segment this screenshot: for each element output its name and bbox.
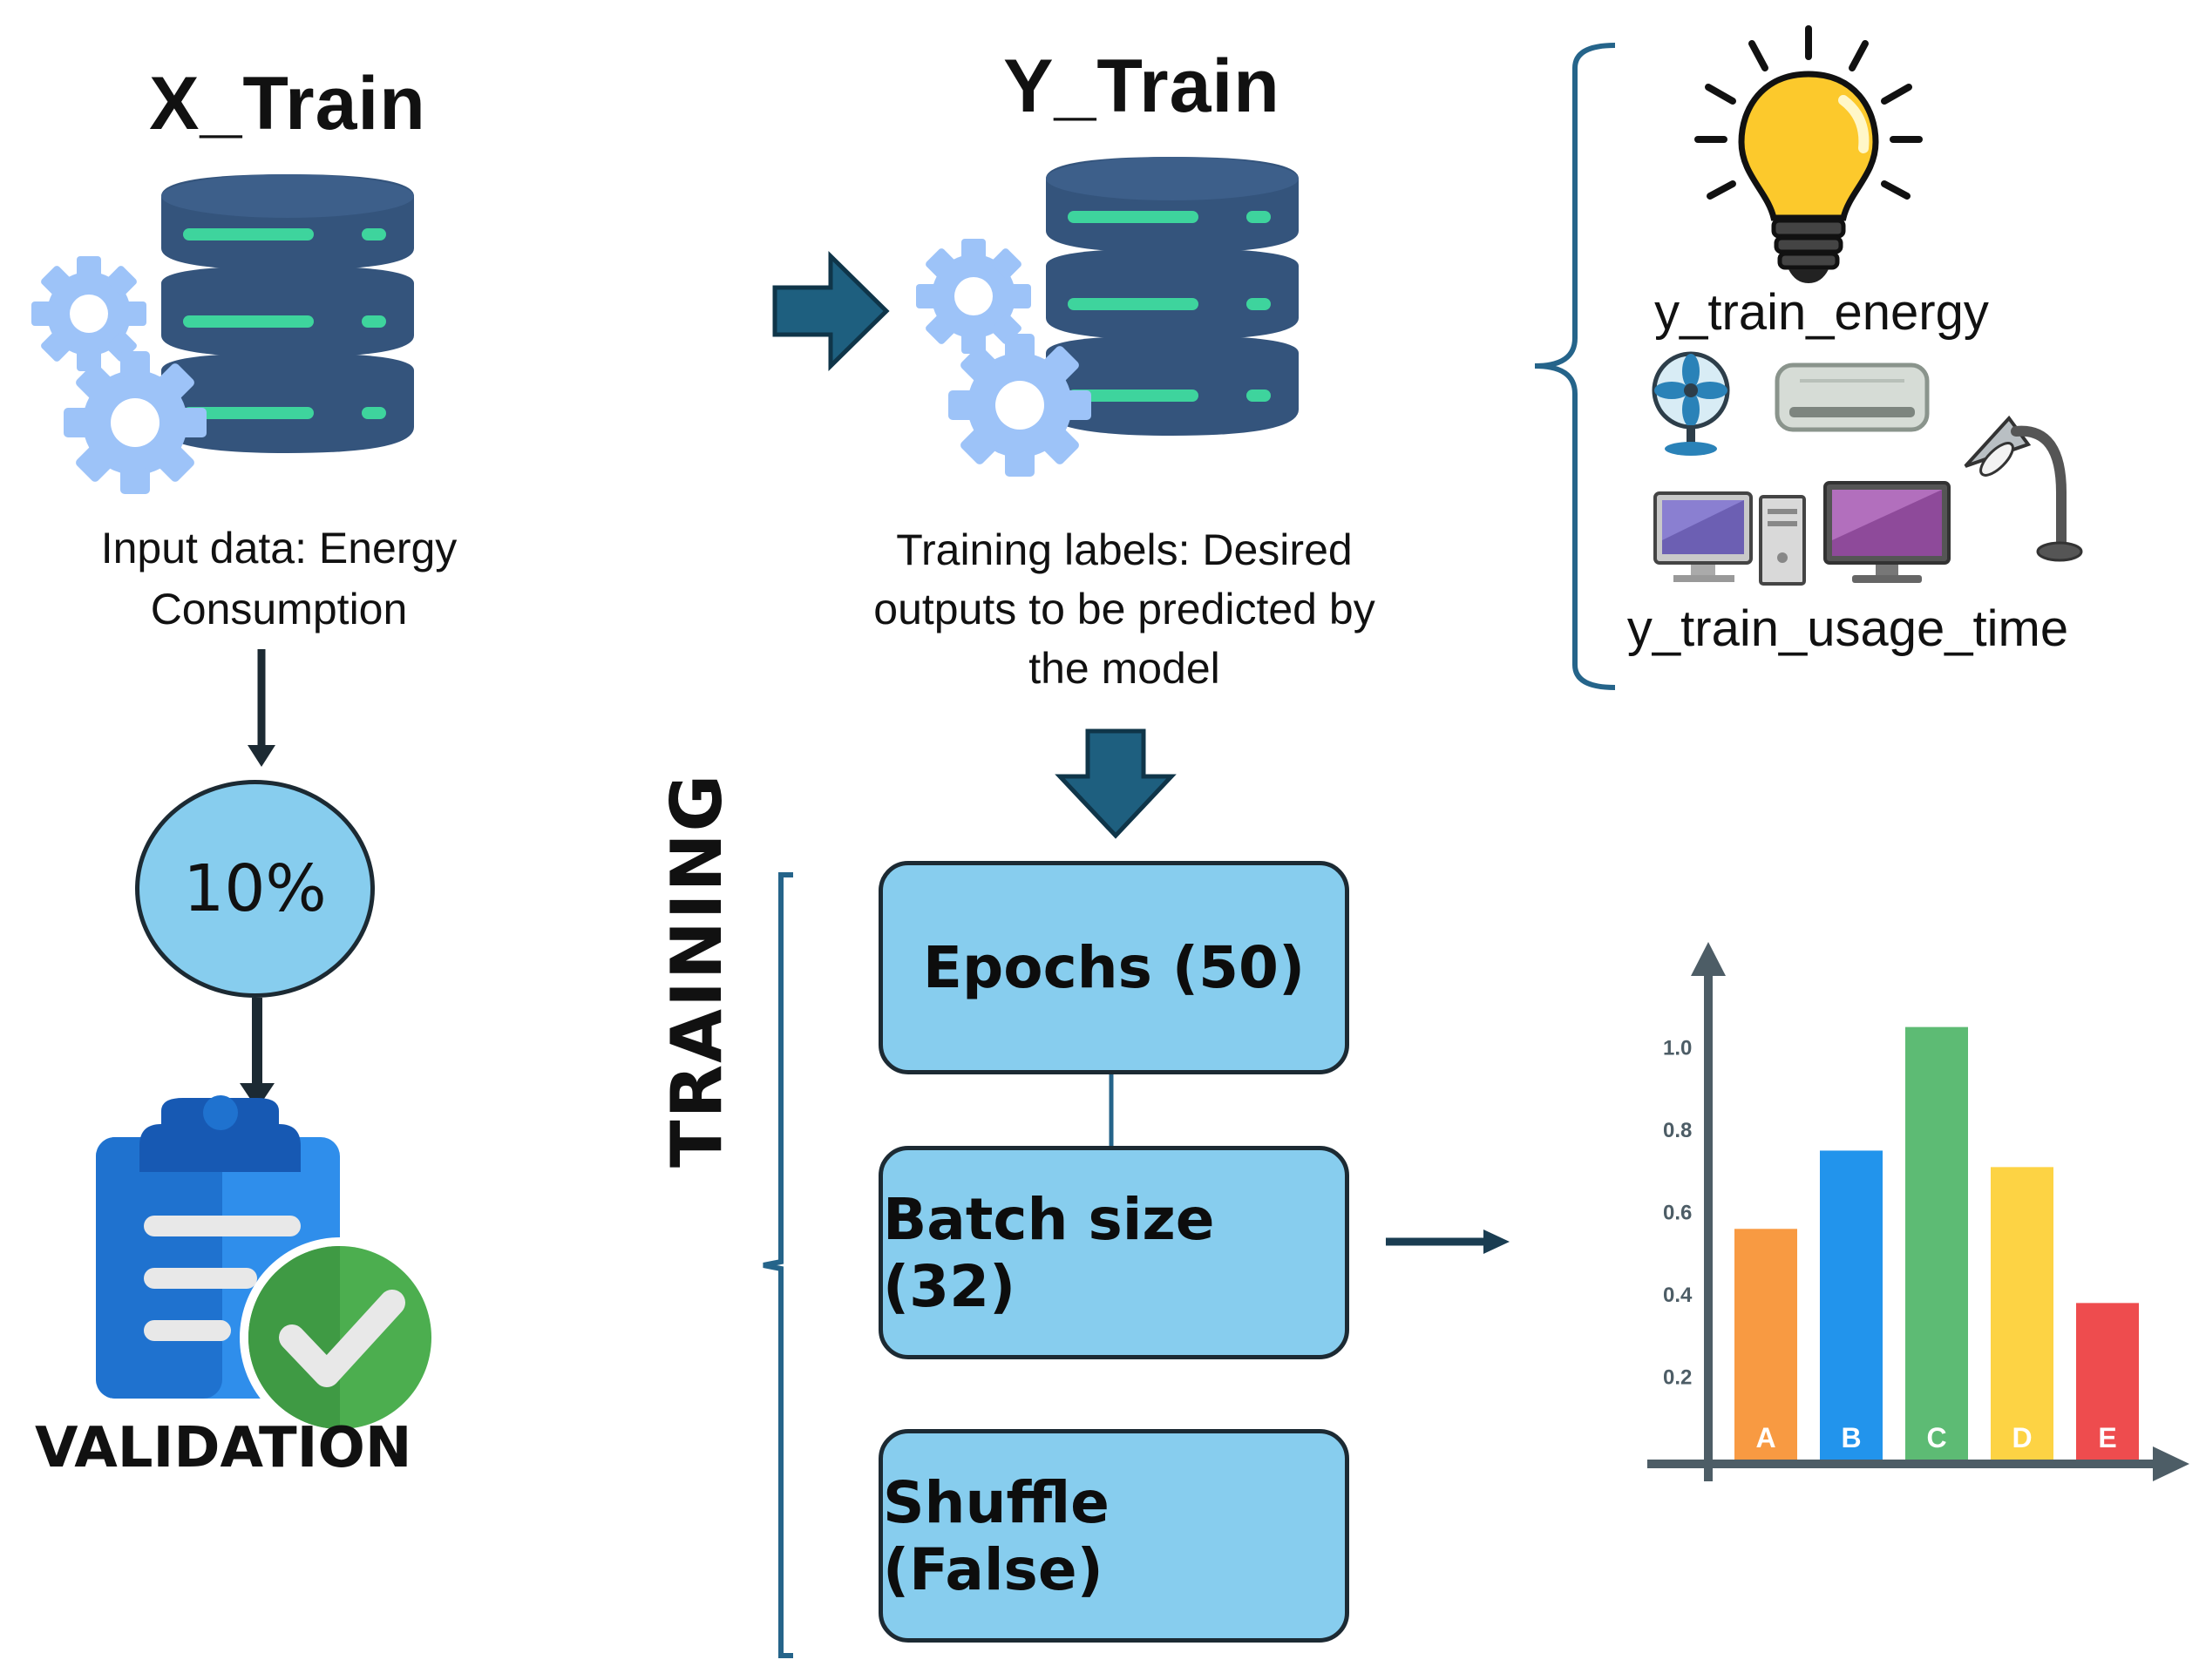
shuffle-box: Shuffle (False) xyxy=(879,1429,1349,1643)
x-to-y-arrow xyxy=(772,251,890,371)
fan-icon xyxy=(1652,351,1730,456)
air-conditioner-icon xyxy=(1775,362,1930,432)
chart-y-tick-label: 0.2 xyxy=(1663,1365,1692,1389)
monitor-icon xyxy=(1823,481,1951,583)
chart-y-tick-label: 0.6 xyxy=(1663,1201,1692,1224)
y-train-energy-label: y_train_energy xyxy=(1654,284,1989,341)
chart-category-label: D xyxy=(2012,1422,2032,1453)
x-train-caption-line-1: Input data: Energy xyxy=(100,524,458,572)
chart-bar-b xyxy=(1820,1150,1883,1460)
chart-category-label: E xyxy=(2098,1422,2116,1453)
shuffle-label: Shuffle (False) xyxy=(883,1468,1110,1603)
training-to-chart-arrow xyxy=(1386,1230,1510,1254)
chart-y-tick-label: 0.4 xyxy=(1663,1284,1693,1307)
chart-bar-a xyxy=(1734,1229,1797,1460)
epochs-label: Epochs (50) xyxy=(922,934,1306,1001)
bar-chart: 0.2 0.4 0.6 0.8 1.0 A B C D E xyxy=(1647,942,2189,1481)
epochs-box: Epochs (50) xyxy=(879,861,1349,1074)
y-train-usage-time-label: y_train_usage_time xyxy=(1626,600,2069,657)
y-train-caption-line-1: Training labels: Desired xyxy=(896,525,1353,574)
batch-size-box: Batch size (32) xyxy=(879,1146,1349,1359)
validation-label: VALIDATION xyxy=(35,1416,412,1480)
x-train-title: X_Train xyxy=(149,62,426,146)
outputs-brace xyxy=(1534,43,1616,690)
chart-bar-c xyxy=(1905,1026,1968,1460)
chart-category-label: A xyxy=(1755,1422,1775,1453)
y-train-title: Y_Train xyxy=(1003,44,1280,128)
y-train-database-icon xyxy=(916,157,1299,477)
y-train-caption-line-3: the model xyxy=(1028,644,1220,693)
validation-split-percent: 10% xyxy=(183,851,327,926)
x-train-database-icon xyxy=(31,174,414,494)
training-brace xyxy=(763,872,793,1658)
validation-down-arrow xyxy=(240,998,275,1109)
chart-category-label: C xyxy=(1926,1422,1946,1453)
desktop-computer-icon xyxy=(1653,491,1806,586)
epochs-batch-connector xyxy=(1109,1074,1114,1148)
validation-split-circle: 10% xyxy=(135,780,375,998)
batch-size-label: Batch size (32) xyxy=(883,1185,1215,1320)
y-train-down-arrow xyxy=(1055,728,1177,839)
chart-category-label: B xyxy=(1841,1422,1861,1453)
light-bulb-icon xyxy=(1694,25,1923,283)
chart-y-axis-arrowhead xyxy=(1691,942,1726,976)
chart-y-tick-label: 0.8 xyxy=(1663,1119,1692,1142)
desk-lamp-icon xyxy=(1964,415,2083,562)
chart-bar-d xyxy=(1991,1167,2053,1460)
chart-bar-e xyxy=(2076,1303,2139,1460)
validation-clipboard-icon xyxy=(96,1095,440,1438)
training-label: TRAINING xyxy=(656,772,737,1168)
chart-x-axis-arrowhead xyxy=(2153,1446,2189,1481)
chart-y-tick-label: 1.0 xyxy=(1663,1036,1692,1060)
x-train-down-arrow xyxy=(248,649,275,767)
y-train-caption-line-2: outputs to be predicted by xyxy=(873,585,1375,633)
x-train-caption-line-2: Consumption xyxy=(150,585,408,633)
